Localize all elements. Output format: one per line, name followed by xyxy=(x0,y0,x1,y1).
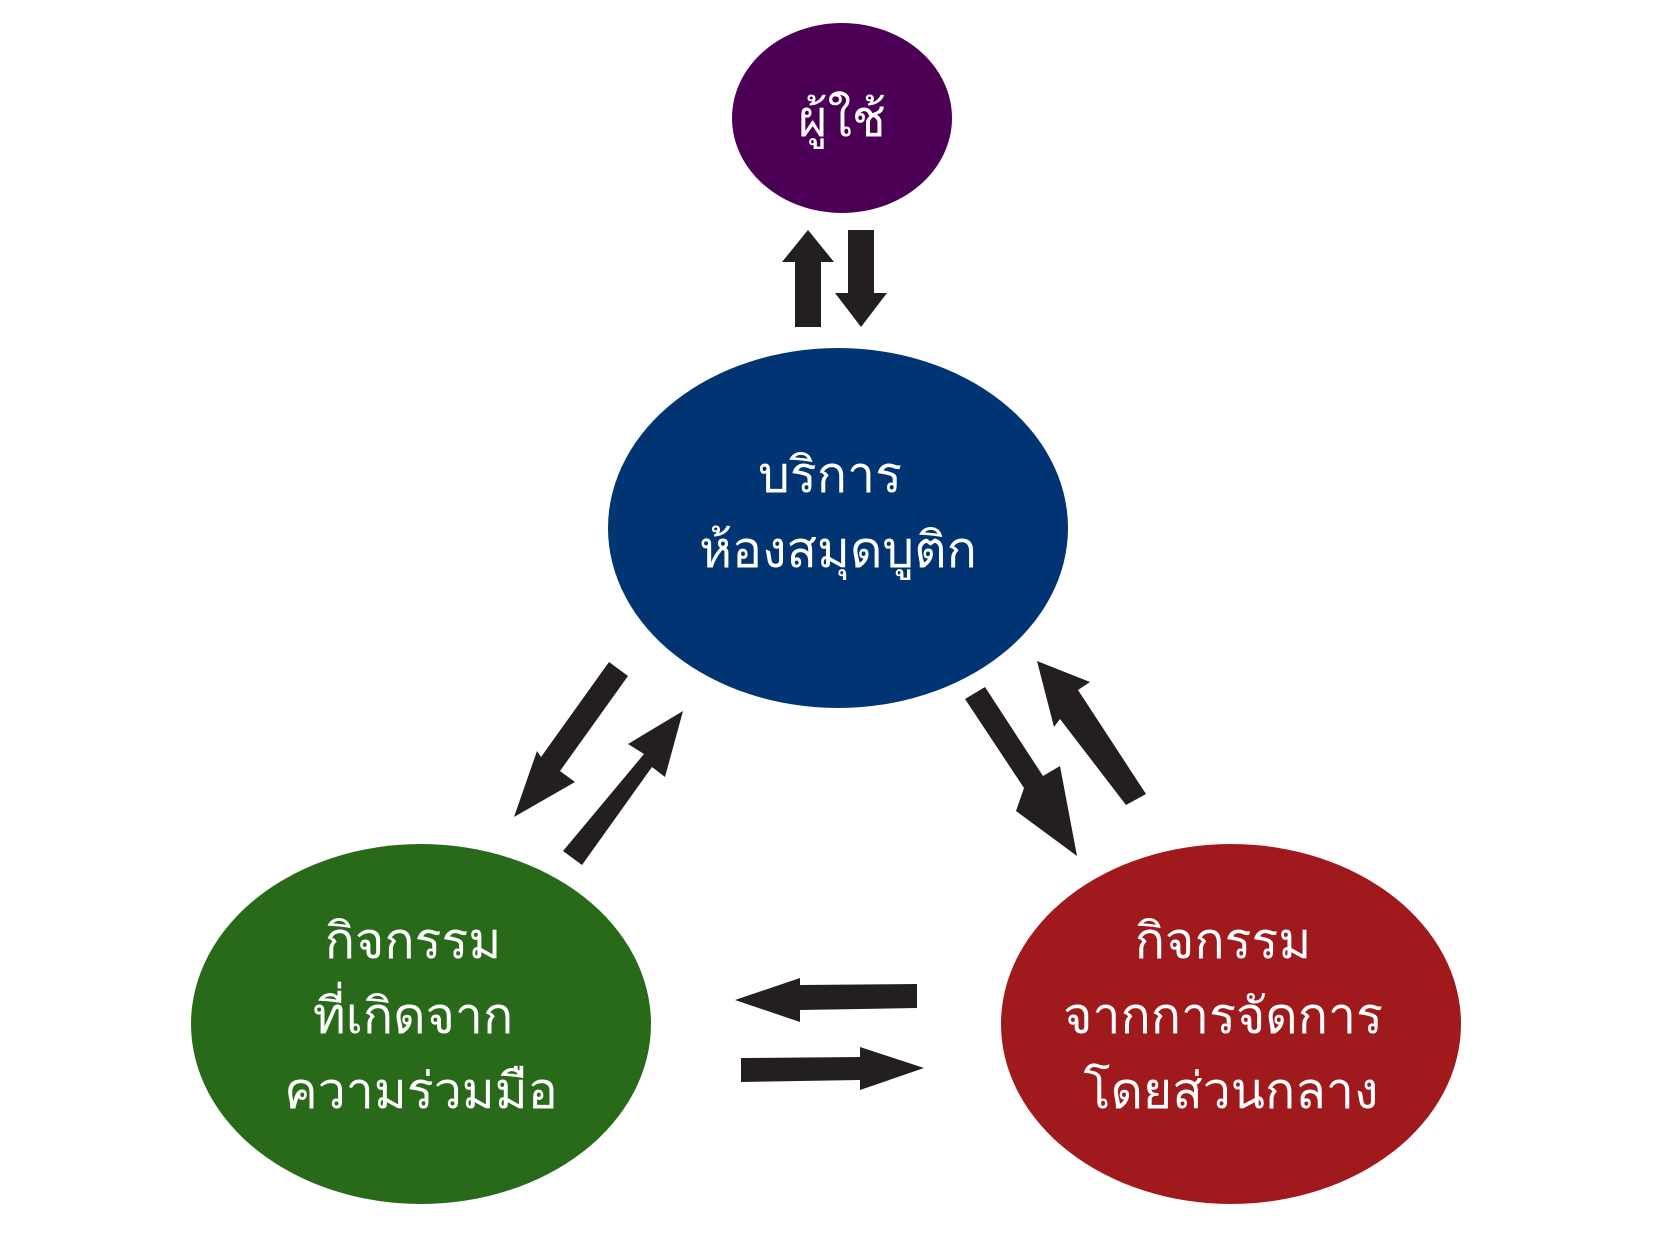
node-collab-label-line-2: ที่เกิดจาก xyxy=(313,982,513,1045)
arrow-service-to-central xyxy=(965,687,1077,856)
node-collab-label-line-1: กิจกรรม xyxy=(325,912,502,970)
node-service-shape xyxy=(608,348,1068,708)
arrow-central-to-collab xyxy=(735,978,917,1022)
node-central-shape xyxy=(1001,844,1461,1204)
svg-text:กิจกรรม จากการจัดการ: กิจกรรม จากการจัดการ โดยส่วนกลาง xyxy=(1063,912,1399,1120)
node-central-label-line-1: กิจกรรม xyxy=(1135,912,1312,970)
node-collab-label-line-3: ความร่วมมือ xyxy=(284,1062,557,1120)
node-service-label-line-1: บริการ xyxy=(758,446,902,504)
node-user-shape xyxy=(732,23,952,213)
arrow-service-to-collab xyxy=(514,662,628,817)
node-service-label-line-2: ห้องสมุดบูติก xyxy=(699,521,977,580)
node-collab: กิจกรรม ที่เกิดจาก ความร่วมมือ xyxy=(191,844,651,1204)
svg-text:ผู้ใช้: ผู้ใช้ xyxy=(798,90,886,149)
node-central-label-line-2: จากการจัดการ xyxy=(1063,987,1383,1045)
node-central: กิจกรรม จากการจัดการ โดยส่วนกลาง xyxy=(1001,844,1461,1204)
svg-text:กิจกรรม ที่เกิดจาก: กิจกรรม ที่เกิดจาก ความร่วมมือ xyxy=(284,912,557,1120)
arrow-central-to-service xyxy=(1037,661,1146,805)
node-user-label: ผู้ใช้ xyxy=(798,90,886,149)
arrow-service-to-user xyxy=(782,230,834,327)
arrow-collab-to-central xyxy=(741,1047,924,1090)
svg-text:บริการ ห้องสมุดบูติก: บริการ ห้องสมุดบูติก xyxy=(699,446,977,580)
node-user: ผู้ใช้ xyxy=(732,23,952,213)
node-collab-shape xyxy=(191,844,651,1204)
node-central-label-line-3: โดยส่วนกลาง xyxy=(1084,1062,1379,1120)
arrow-collab-to-service xyxy=(563,711,683,865)
node-service: บริการ ห้องสมุดบูติก xyxy=(608,348,1068,708)
arrow-user-to-service xyxy=(835,230,887,327)
